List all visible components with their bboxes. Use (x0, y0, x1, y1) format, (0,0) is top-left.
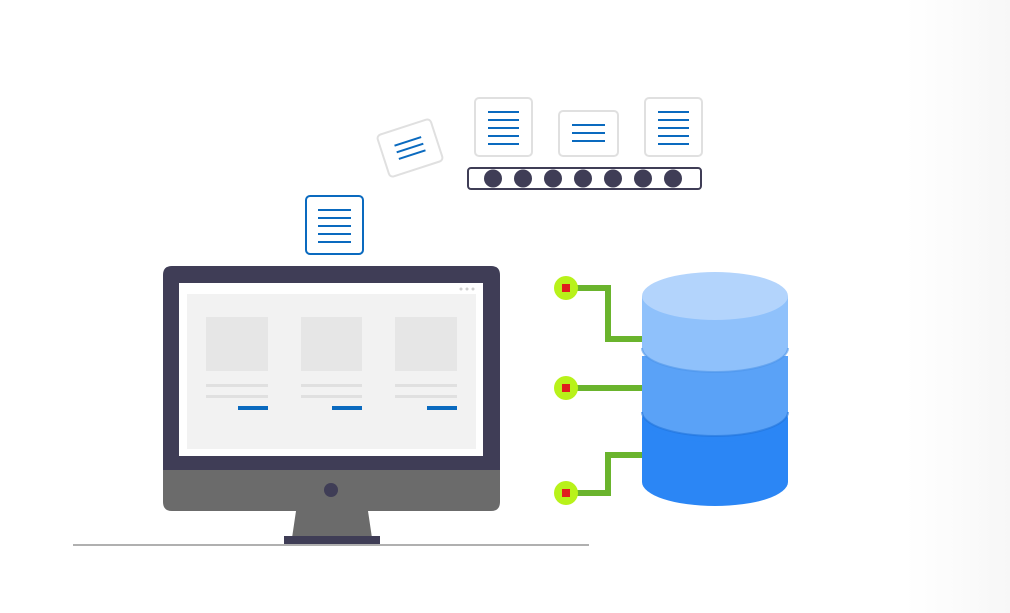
screen-card-2 (301, 317, 362, 410)
conveyor-roller (544, 169, 562, 188)
conveyor-roller (514, 169, 532, 188)
conveyor-document-1-icon (474, 97, 533, 157)
background-fade-panel (905, 0, 1010, 613)
connector-node-icon (554, 276, 578, 300)
conveyor-document-2-icon (558, 110, 619, 157)
conveyor-roller (574, 169, 592, 188)
screen-card-1 (206, 317, 268, 410)
monitor-base (284, 536, 380, 546)
connector-node-icon (554, 481, 578, 505)
conveyor-roller (634, 169, 652, 188)
conveyor-roller (664, 169, 682, 188)
conveyor-roller (604, 169, 622, 188)
tilted-document-icon (376, 118, 444, 178)
monitor-power-button (324, 483, 338, 497)
database-cylinder-icon (641, 272, 789, 506)
screen-card-3 (395, 317, 457, 410)
monitor-stand (292, 511, 372, 538)
conveyor-belt-icon (467, 167, 702, 190)
conveyor-roller (484, 169, 502, 188)
connectors (566, 285, 645, 496)
connector-node-icon (554, 376, 578, 400)
upload-document-icon (305, 195, 364, 255)
desktop-monitor-icon (163, 266, 500, 546)
conveyor-document-3-icon (644, 97, 703, 157)
ground-line (73, 544, 589, 546)
